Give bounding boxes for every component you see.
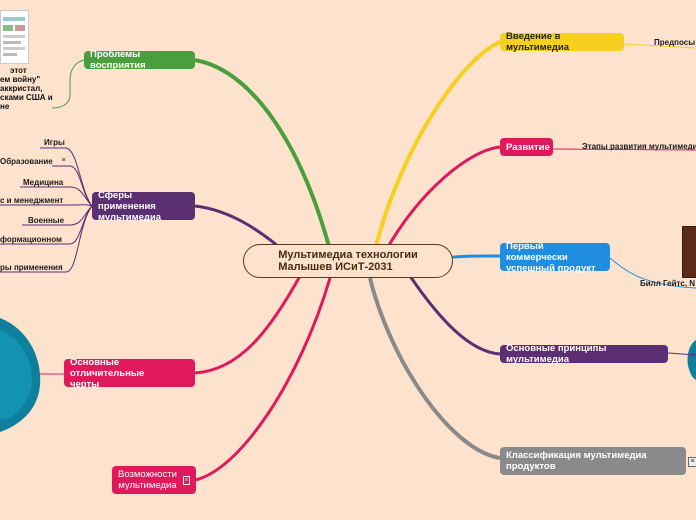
subtopic-prerequisites[interactable]: Предпосы <box>654 38 696 47</box>
connector-features <box>194 275 302 375</box>
connector-perception-child <box>51 59 85 109</box>
preview-line: не <box>0 102 10 111</box>
connector-intro <box>373 40 501 251</box>
topic-classification-line1: Классификация мультимедиа <box>506 450 647 461</box>
subtopic-education[interactable]: Образование <box>0 157 53 166</box>
connector-capabilities <box>194 277 332 482</box>
topic-first-product-line1: Первый коммерчески <box>506 240 568 263</box>
teal-shape-highlight <box>0 330 32 420</box>
connector-perception <box>194 58 332 251</box>
preview-text: этот ем войну" аккристал, сками США и не <box>0 66 60 111</box>
connector-first-product-child <box>609 257 696 289</box>
note-icon[interactable]: ≡ <box>182 475 190 485</box>
topic-perception-label: Проблемы восприятия <box>90 49 146 71</box>
central-subtitle: Малышев ИСиТ-2031 <box>278 261 393 273</box>
connector-principles-child <box>667 352 696 356</box>
preview-line: ем войну" <box>0 75 41 84</box>
subtopic-management[interactable]: с и менеджмент <box>0 196 64 205</box>
preview-line: сками США и <box>0 93 53 102</box>
connector-classification <box>368 277 501 460</box>
preview-line: этот <box>10 66 27 75</box>
subtopic-stages[interactable]: Этапы развития мультимеди <box>582 142 696 151</box>
topic-spheres-line2: мультимедиа <box>98 211 162 223</box>
topic-spheres[interactable]: Сферы применения мультимедиа <box>92 189 195 223</box>
connector-development <box>383 145 501 253</box>
topic-classification[interactable]: Классификация мультимедиа продуктов <box>500 447 686 475</box>
topic-intro[interactable]: Введение в мультимедиа <box>500 31 624 53</box>
spheres-children-connectors <box>0 147 93 273</box>
topic-principles[interactable]: Основные принципы мультимедиа <box>500 343 668 365</box>
topic-capabilities-line2: мультимедиа <box>118 480 177 491</box>
connector-intro-child <box>623 43 696 49</box>
connector-development-child <box>552 148 696 151</box>
topic-capabilities-line1: Возможности <box>118 469 177 480</box>
thumbnail-image <box>3 17 25 56</box>
topic-intro-label: Введение в мультимедиа <box>506 31 570 53</box>
note-icon[interactable]: ≡ <box>688 457 696 467</box>
subtopic-bill-gates[interactable]: Билл Гейтс, N <box>640 279 696 288</box>
topic-features-line2: черты <box>70 378 100 390</box>
connector-principles <box>408 275 501 356</box>
topic-spheres-line1: Сферы применения <box>98 189 156 212</box>
topic-development[interactable]: Развитие <box>500 138 553 156</box>
topic-principles-label: Основные принципы мультимедиа <box>506 343 607 365</box>
preview-thumbnail[interactable] <box>0 10 29 64</box>
topic-features-line1: Основные отличительные <box>70 356 145 379</box>
teal-shape-right <box>687 340 696 380</box>
topic-features[interactable]: Основные отличительные черты <box>64 356 195 390</box>
bill-gates-image[interactable] <box>682 226 696 278</box>
subtopic-military[interactable]: Военные <box>28 216 65 225</box>
topic-first-product[interactable]: Первый коммерчески успешный продукт <box>500 240 610 274</box>
topic-capabilities[interactable]: Возможности мультимедиа ≡ <box>112 466 196 494</box>
topic-first-product-line2: успешный продукт <box>506 262 596 274</box>
note-icon[interactable]: ≡ <box>61 157 66 164</box>
subtopic-application[interactable]: ры применения <box>0 263 63 272</box>
topic-classification-line2: продуктов <box>506 461 556 472</box>
subtopic-information[interactable]: формационном <box>0 235 62 244</box>
central-title: Мультимедиа технологии <box>278 249 418 261</box>
topic-development-label: Развитие <box>506 141 550 153</box>
topic-perception[interactable]: Проблемы восприятия <box>84 49 195 71</box>
subtopic-games[interactable]: Игры <box>44 138 65 147</box>
central-topic[interactable]: Мультимедиа технологии Малышев ИСиТ-2031 <box>243 244 453 278</box>
preview-line: аккристал, <box>0 84 43 93</box>
subtopic-medicine[interactable]: Медицина <box>23 178 64 187</box>
